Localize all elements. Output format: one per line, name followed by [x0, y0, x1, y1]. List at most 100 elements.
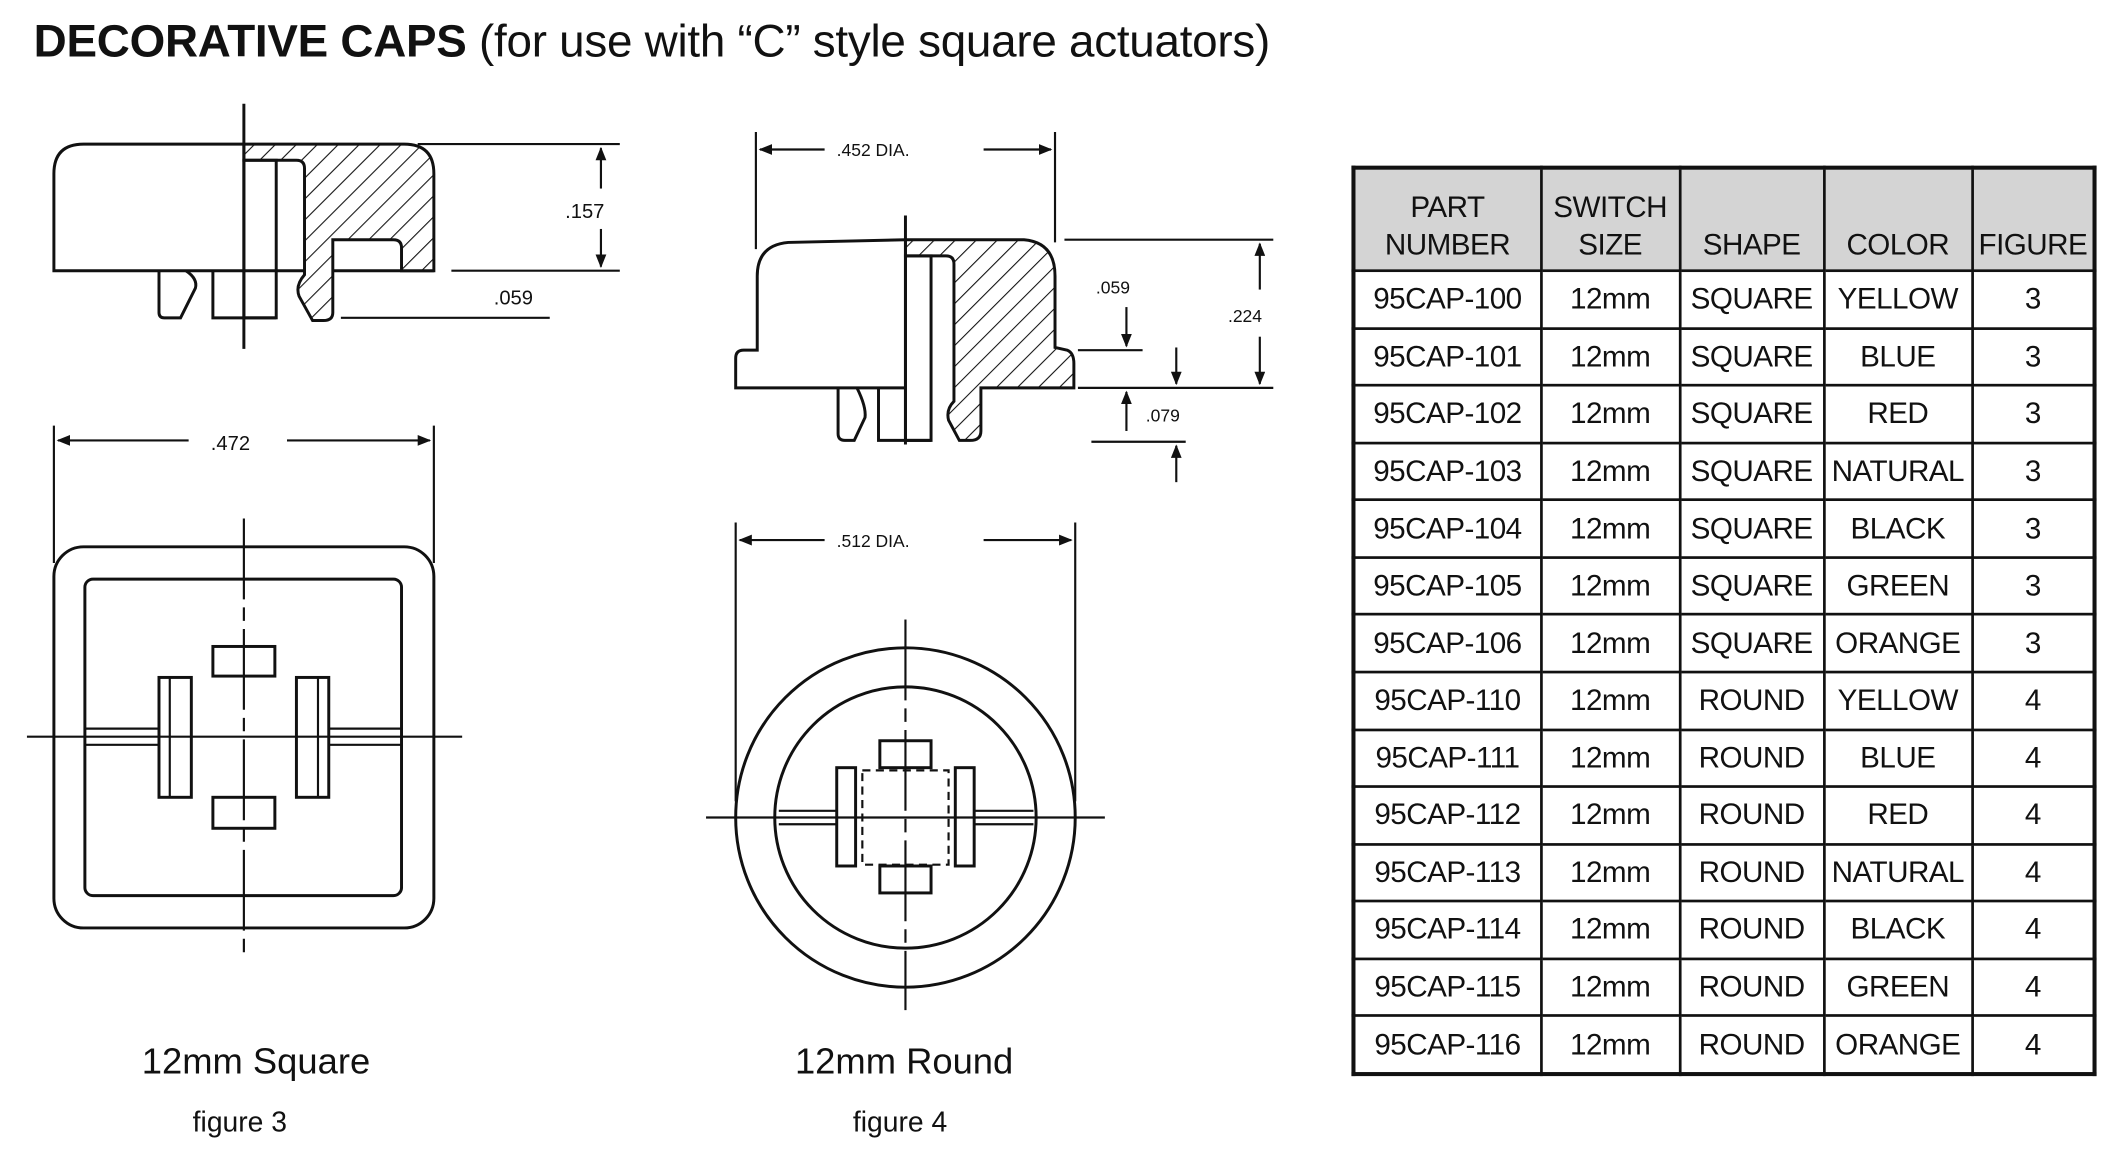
shape-cell: ROUND	[1678, 727, 1826, 788]
switch-size-cell: 12mm	[1539, 1014, 1681, 1076]
header-line-2: SIZE	[1578, 227, 1643, 262]
color-cell: ORANGE	[1822, 613, 1974, 674]
fig3-width-dim: .472	[211, 433, 250, 455]
switch-size-cell: 12mm	[1539, 842, 1681, 903]
fig4-flange-dim: .059	[1096, 278, 1130, 298]
figure-cell: 3	[1970, 613, 2096, 674]
technical-drawings: .157 .059 .472 12mm Square figu	[26, 103, 1274, 1137]
figure-cell: 3	[1970, 326, 2096, 387]
fig4-stem-dim: .079	[1146, 406, 1180, 426]
header-line-1: SWITCH	[1553, 189, 1667, 224]
figure-cell: 4	[1970, 727, 2096, 788]
switch-size-cell: 12mm	[1539, 269, 1681, 330]
figure-cell: 4	[1970, 785, 2096, 846]
fig3-height-dim: .157	[565, 201, 604, 223]
shape-cell: SQUARE	[1678, 269, 1826, 330]
part-number-cell: 95CAP-114	[1352, 899, 1543, 960]
figure-cell: 3	[1970, 441, 2096, 502]
part-number-cell: 95CAP-105	[1352, 555, 1543, 616]
figure-cell: 4	[1970, 670, 2096, 731]
title-bold: DECORATIVE CAPS	[33, 16, 467, 68]
figure4-side-view: .452 DIA. .224 .059 .079	[734, 131, 1274, 483]
color-cell: BLACK	[1822, 498, 1974, 559]
shape-cell: SQUARE	[1678, 441, 1826, 502]
figure4-top-view: .512 DIA.	[706, 522, 1105, 1011]
switch-size-cell: 12mm	[1539, 957, 1681, 1018]
switch-size-cell: 12mm	[1539, 899, 1681, 960]
color-cell: BLUE	[1822, 727, 1974, 788]
shape-cell: ROUND	[1678, 899, 1826, 960]
switch-size-cell: 12mm	[1539, 670, 1681, 731]
header-line-1	[1973, 189, 2092, 227]
part-number-cell: 95CAP-104	[1352, 498, 1543, 559]
color-cell: BLUE	[1822, 326, 1974, 387]
column-header: COLOR	[1822, 166, 1974, 273]
shape-cell: SQUARE	[1678, 498, 1826, 559]
color-cell: GREEN	[1822, 555, 1974, 616]
header-line-2: NUMBER	[1384, 227, 1511, 262]
part-number-cell: 95CAP-113	[1352, 842, 1543, 903]
part-number-cell: 95CAP-100	[1352, 269, 1543, 330]
switch-size-cell: 12mm	[1539, 555, 1681, 616]
shape-cell: SQUARE	[1678, 326, 1826, 387]
header-line-1: PART	[1410, 189, 1485, 224]
part-number-cell: 95CAP-116	[1352, 1014, 1543, 1076]
figure3-width-dimension: .472	[52, 425, 435, 563]
shape-cell: ROUND	[1678, 1014, 1826, 1076]
figure-cell: 3	[1970, 269, 2096, 330]
fig4-height-dim: .224	[1228, 306, 1262, 326]
fig4-label: figure 4	[853, 1105, 947, 1137]
part-number-cell: 95CAP-101	[1352, 326, 1543, 387]
switch-size-cell: 12mm	[1539, 727, 1681, 788]
switch-size-cell: 12mm	[1539, 613, 1681, 674]
shape-cell: ROUND	[1678, 785, 1826, 846]
shape-cell: SQUARE	[1678, 613, 1826, 674]
part-number-cell: 95CAP-106	[1352, 613, 1543, 674]
header-line-2: SHAPE	[1702, 227, 1801, 262]
switch-size-cell: 12mm	[1539, 384, 1681, 445]
part-number-cell: 95CAP-112	[1352, 785, 1543, 846]
fig3-stem-dim: .059	[494, 287, 533, 309]
fig4-name: 12mm Round	[795, 1040, 1013, 1081]
shape-cell: ROUND	[1678, 670, 1826, 731]
figure-cell: 3	[1970, 498, 2096, 559]
color-cell: GREEN	[1822, 957, 1974, 1018]
title-subtitle: (for use with “C” style square actuators…	[466, 16, 1270, 68]
figure3-top-view	[26, 518, 463, 957]
figure3-side-view: .157 .059	[52, 103, 620, 349]
header-line-1	[1825, 189, 1971, 227]
page-title: DECORATIVE CAPS (for use with “C” style …	[33, 16, 1271, 69]
header-line-2: FIGURE	[1978, 227, 2088, 262]
fig3-name: 12mm Square	[142, 1040, 370, 1081]
color-cell: BLACK	[1822, 899, 1974, 960]
header-line-2: COLOR	[1846, 227, 1950, 262]
color-cell: ORANGE	[1822, 1014, 1974, 1076]
figure-cell: 4	[1970, 842, 2096, 903]
fig4-top-dia-dim: .452 DIA.	[837, 140, 910, 160]
switch-size-cell: 12mm	[1539, 498, 1681, 559]
color-cell: NATURAL	[1822, 842, 1974, 903]
figure-cell: 3	[1970, 555, 2096, 616]
column-header: SHAPE	[1678, 166, 1826, 273]
color-cell: RED	[1822, 384, 1974, 445]
fig3-label: figure 3	[193, 1105, 287, 1137]
part-number-cell: 95CAP-111	[1352, 727, 1543, 788]
figure-cell: 4	[1970, 899, 2096, 960]
switch-size-cell: 12mm	[1539, 785, 1681, 846]
column-header: FIGURE	[1970, 166, 2096, 273]
